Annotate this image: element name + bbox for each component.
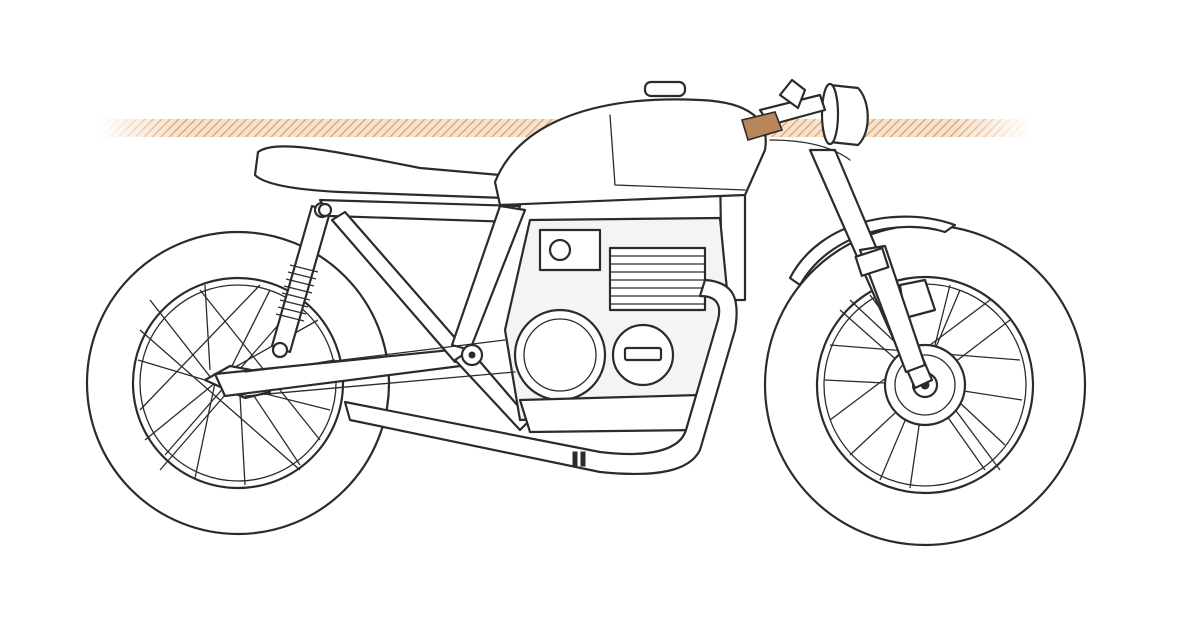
handlebars [740,78,851,161]
cylinder-fins [608,246,707,312]
rear-shock [270,201,332,359]
frame [317,166,747,432]
front-wheel [763,223,1087,547]
headlight [820,82,869,147]
exhaust-clamp [572,451,586,467]
engine [503,216,730,434]
front-fork [808,148,934,390]
seat [253,145,507,200]
chain [244,339,516,397]
fuel-tank [493,80,767,207]
exhaust-pipe [343,278,738,475]
front-fender [788,215,957,287]
